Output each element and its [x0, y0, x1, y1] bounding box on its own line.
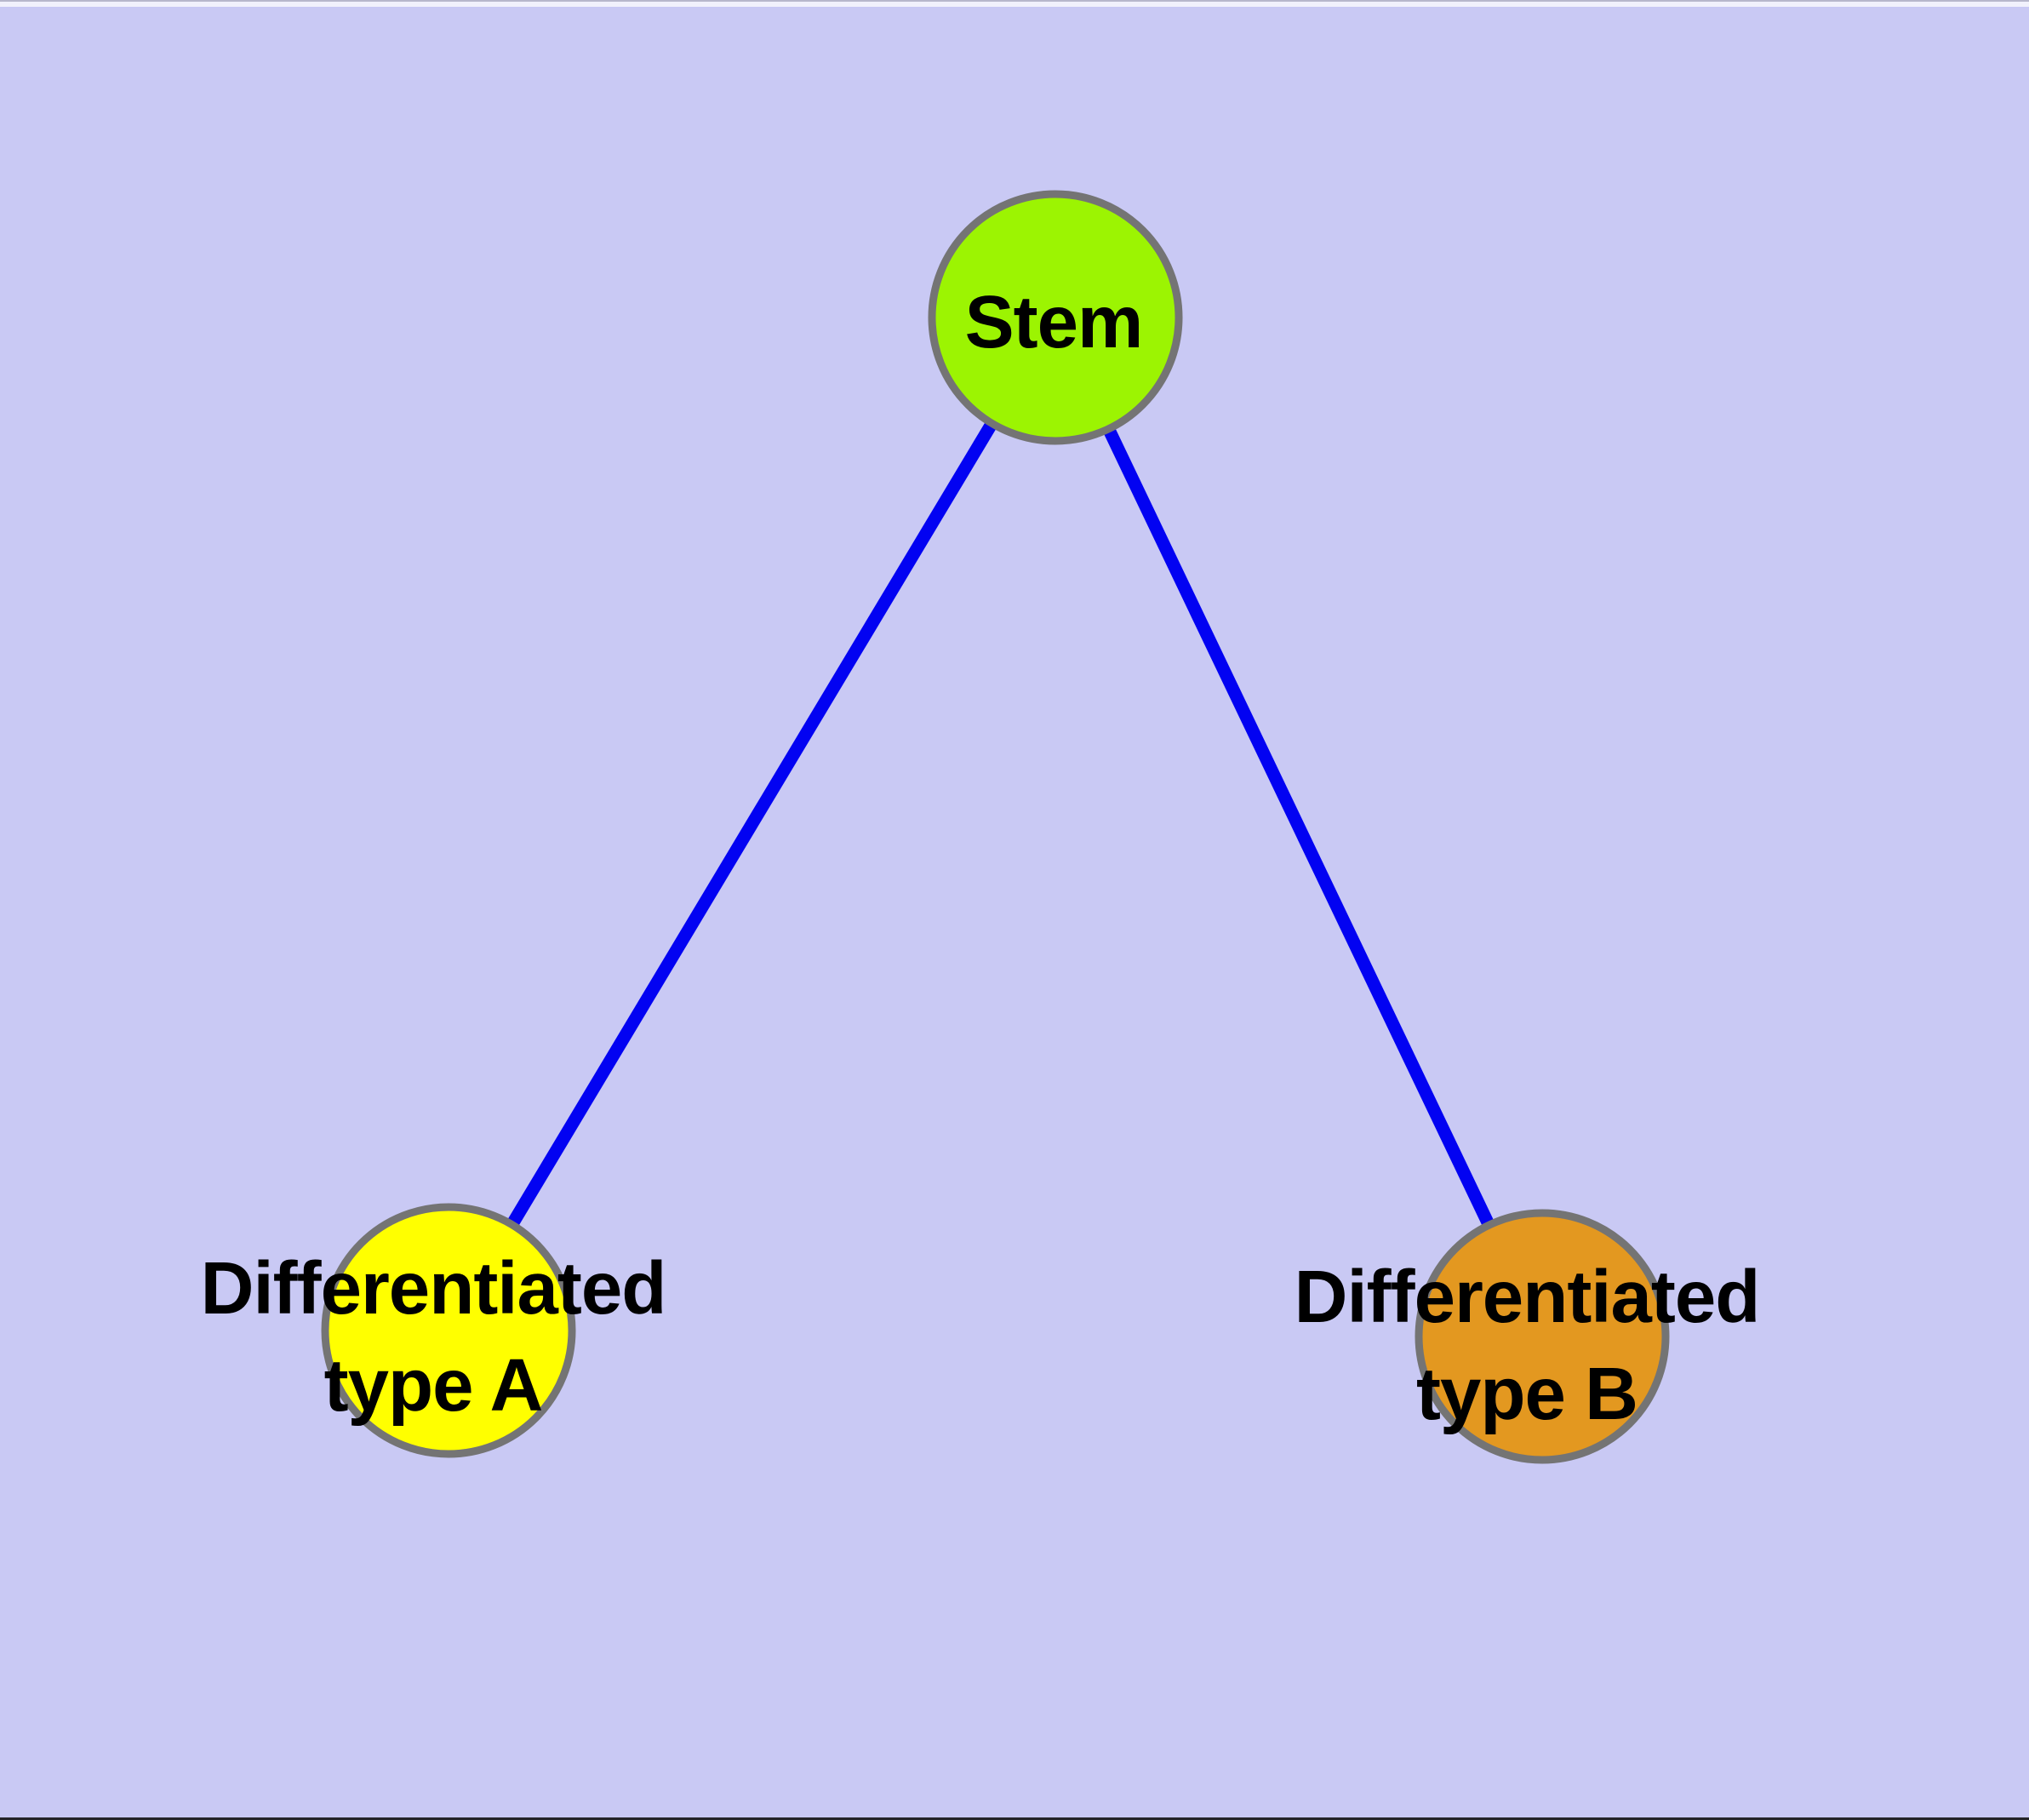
node-type-a	[321, 1203, 576, 1458]
node-stem	[928, 190, 1183, 445]
window-top-edge	[0, 0, 2029, 2]
node-label-type-a-line2: type A	[324, 1344, 543, 1427]
node-label-type-b-line2: type B	[1416, 1353, 1637, 1435]
edge-stem-to-type-a	[443, 314, 1061, 1334]
node-label-stem: Stem	[965, 281, 1143, 363]
window-bottom-edge	[0, 1817, 2029, 1820]
node-type-b	[1415, 1209, 1670, 1464]
edge-stem-to-type-b	[1049, 314, 1548, 1340]
node-label-type-a-line1: Differentiated	[201, 1247, 666, 1330]
window-top-highlight	[0, 2, 2029, 7]
node-label-type-b-line1: Differentiated	[1295, 1256, 1760, 1338]
